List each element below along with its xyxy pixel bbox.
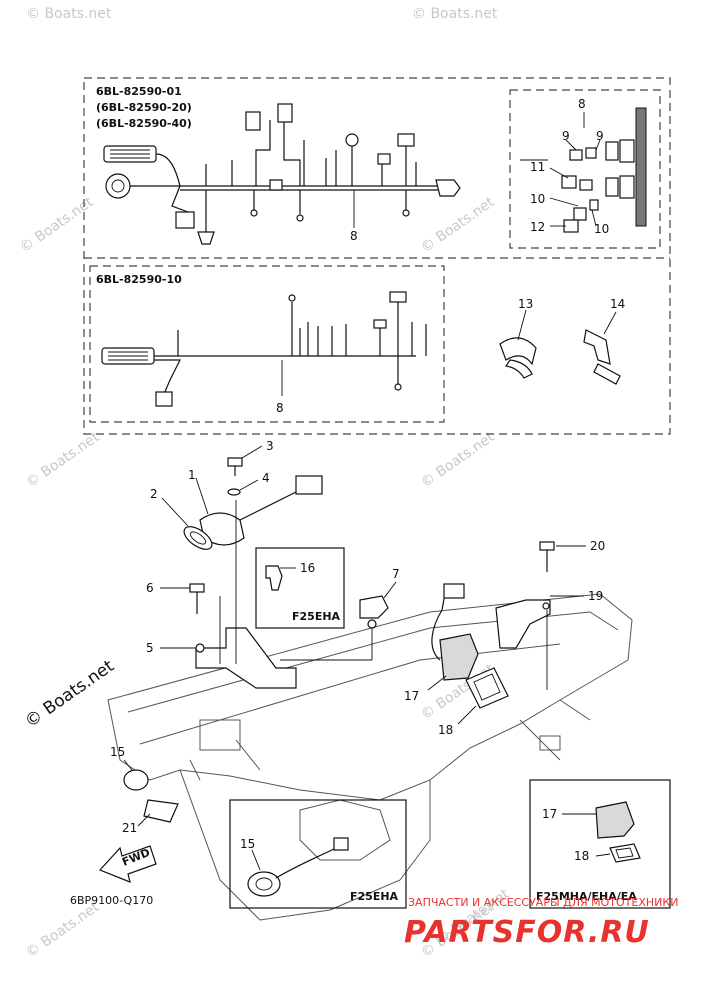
watermark: © Boats.net — [418, 429, 498, 491]
grommet-1 — [195, 475, 323, 546]
callout-17: 17 — [542, 807, 557, 821]
diagram-code: 6BP9100-Q170 — [70, 894, 153, 907]
fwd-arrow: FWD — [98, 845, 157, 883]
sensor — [345, 133, 359, 147]
callout-18: 18 — [574, 849, 589, 863]
gasket-18 — [457, 667, 509, 725]
plug-connector — [155, 391, 173, 407]
callout-15: 15 — [240, 837, 255, 851]
callout-10: 10 — [594, 222, 609, 236]
wire-harness-main — [103, 103, 461, 245]
callout-16: 16 — [300, 561, 315, 575]
inset-f25eha-sensor: 15 F25EHA — [229, 799, 407, 909]
label-21 — [137, 799, 179, 827]
harness-code: 6BL-82590-01 — [96, 85, 182, 98]
watermark: © Boats.net — [23, 429, 103, 491]
clamp-13 — [499, 309, 537, 379]
screw-3 — [227, 445, 263, 476]
round-connector — [105, 173, 131, 199]
callout-20: 20 — [590, 539, 605, 553]
watermark: © Boats.net — [23, 899, 103, 961]
connector-7 — [280, 581, 397, 661]
coupler — [245, 111, 261, 131]
outer-dashed-frame — [83, 77, 671, 435]
callout-21: 21 — [122, 821, 137, 835]
callout-9: 9 — [596, 129, 604, 143]
grommet-15 — [123, 759, 149, 791]
inset-frame — [255, 547, 345, 629]
end-connector — [435, 179, 461, 197]
bolt-20 — [539, 541, 586, 690]
shop-branding: ЗАПЧАСТИ И АКСЕССУАРЫ ДЛЯ МОТОТЕХНИКИ PA… — [404, 896, 678, 950]
clamp-14 — [583, 311, 621, 385]
bolt-6 — [160, 583, 205, 614]
harness-code: (6BL-82590-20) — [96, 101, 192, 114]
bracket-bar — [635, 107, 647, 227]
watermark: © Boats.net — [17, 194, 97, 256]
inset-f25eha-clip: 16 F25EHA — [255, 547, 345, 629]
clip — [197, 231, 215, 245]
callout-8: 8 — [578, 97, 586, 111]
wire-harness-sub — [101, 291, 427, 407]
inset-frame — [229, 799, 407, 909]
harness-box: 6BL-82590-01 (6BL-82590-20) (6BL-82590-4… — [83, 77, 671, 435]
callout-3: 3 — [266, 439, 274, 453]
harness-code: (6BL-82590-40) — [96, 117, 192, 130]
switch-17 — [427, 583, 479, 691]
bracket-5 — [160, 627, 297, 689]
model-label: F25EHA — [292, 610, 341, 623]
shop-brand: PARTSFOR.RU — [404, 915, 650, 950]
bracket-19 — [495, 595, 584, 649]
callout-17: 17 — [404, 689, 419, 703]
callout-5: 5 — [146, 641, 154, 655]
washer-4 — [227, 479, 259, 496]
model-label: F25MHA/EHA/EA — [536, 890, 637, 903]
connector-inset-frame — [509, 89, 661, 249]
watermark: © Boats.net — [412, 6, 498, 22]
callout-15: 15 — [110, 745, 125, 759]
inset-frame — [529, 779, 671, 909]
seal-2 — [161, 497, 213, 550]
inset-f25mha: 17 18 F25MHA/EHA/EA — [529, 779, 671, 909]
callout-6: 6 — [146, 581, 154, 595]
shop-tagline: ЗАПЧАСТИ И АКСЕССУАРЫ ДЛЯ МОТОТЕХНИКИ — [408, 896, 678, 909]
watermark-dark: © Boats.net — [21, 656, 118, 732]
callout-19: 19 — [588, 589, 603, 603]
callout-9: 9 — [562, 129, 570, 143]
callout-4: 4 — [262, 471, 270, 485]
callout-12: 12 — [530, 220, 545, 234]
coupler — [277, 103, 293, 123]
callout-18: 18 — [438, 723, 453, 737]
callout-13: 13 — [518, 297, 533, 311]
callout-1: 1 — [188, 468, 196, 482]
callout-8: 8 — [276, 401, 284, 415]
callout-8: 8 — [350, 229, 358, 243]
engine-cowling — [107, 593, 633, 921]
callout-10: 10 — [530, 192, 545, 206]
watermark: © Boats.net — [26, 6, 112, 22]
watermark: © Boats.net — [418, 194, 498, 256]
model-label: F25EHA — [350, 890, 399, 903]
callout-7: 7 — [392, 567, 400, 581]
sub-harness-frame — [89, 265, 445, 423]
clip-16 — [265, 565, 283, 591]
callout-11: 11 — [530, 160, 545, 174]
callout-2: 2 — [150, 487, 158, 501]
callout-14: 14 — [610, 297, 625, 311]
plug-connector — [175, 211, 195, 229]
connector-inset — [520, 107, 647, 233]
harness-code: 6BL-82590-10 — [96, 273, 182, 286]
